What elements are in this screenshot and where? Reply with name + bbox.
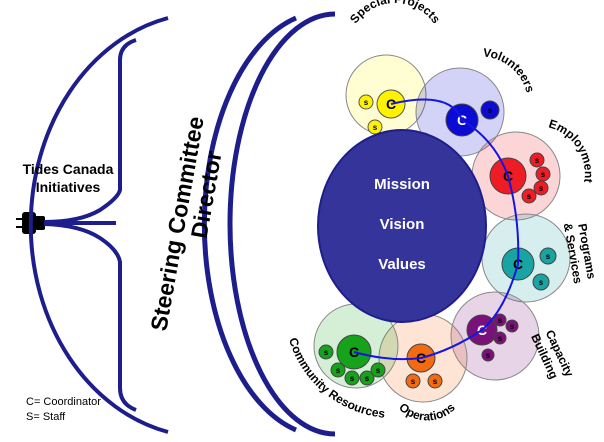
staff-symbol: s bbox=[498, 334, 503, 343]
staff-symbol: s bbox=[486, 351, 491, 360]
legend-coordinator: C= Coordinator bbox=[26, 396, 101, 408]
steering-committee-bracket bbox=[28, 16, 169, 434]
staff-symbol: s bbox=[488, 106, 493, 115]
staff-marker bbox=[533, 180, 549, 196]
staff-symbol: s bbox=[541, 170, 546, 179]
staff-symbol: s bbox=[527, 192, 532, 201]
employment-group: C s s s s bbox=[471, 131, 561, 221]
operations-label: Operations bbox=[396, 400, 458, 423]
staff-symbol: s bbox=[510, 322, 515, 331]
staff-marker bbox=[481, 348, 495, 362]
staff-symbol: s bbox=[411, 377, 416, 386]
staff-marker bbox=[493, 313, 507, 327]
mission-core-circle bbox=[317, 129, 487, 323]
staff-marker bbox=[529, 152, 545, 168]
coordinator-connector-line bbox=[353, 98, 520, 361]
legend-staff: S= Staff bbox=[26, 411, 66, 423]
staff-marker bbox=[539, 247, 557, 265]
outer-ring-arc bbox=[227, 11, 336, 437]
staff-marker bbox=[405, 373, 421, 389]
staff-symbol: s bbox=[535, 156, 540, 165]
staff-symbol: s bbox=[539, 184, 544, 193]
initiatives-title-line1: Tides Canada bbox=[23, 161, 114, 177]
staff-marker bbox=[427, 373, 443, 389]
staff-symbol: s bbox=[350, 374, 355, 383]
staff-marker bbox=[367, 119, 383, 135]
staff-marker bbox=[344, 370, 360, 386]
staff-marker bbox=[330, 362, 346, 378]
staff-marker bbox=[480, 100, 500, 120]
mission-text: Mission bbox=[374, 176, 430, 193]
staff-symbol: s bbox=[546, 252, 551, 261]
staff-marker bbox=[370, 362, 386, 378]
staff-marker bbox=[493, 331, 507, 345]
staff-marker bbox=[532, 273, 550, 291]
programs-services-group: C s s bbox=[481, 213, 571, 303]
staff-symbol: s bbox=[373, 123, 378, 132]
initiatives-title-line2: Initiatives bbox=[36, 179, 101, 195]
staff-marker bbox=[521, 188, 537, 204]
vision-text: Vision bbox=[380, 216, 425, 233]
staff-marker bbox=[358, 94, 374, 110]
special-projects-group: C s s bbox=[345, 54, 427, 136]
director-bracket bbox=[201, 15, 297, 433]
staff-symbol: s bbox=[324, 348, 329, 357]
staff-symbol: s bbox=[336, 366, 341, 375]
staff-symbol: s bbox=[498, 316, 503, 325]
connection-cords bbox=[43, 38, 137, 412]
staff-symbol: s bbox=[433, 377, 438, 386]
staff-marker bbox=[505, 319, 519, 333]
values-text: Values bbox=[378, 256, 426, 273]
staff-marker bbox=[318, 344, 334, 360]
staff-symbol: s bbox=[376, 366, 381, 375]
staff-symbol: s bbox=[539, 278, 544, 287]
staff-marker bbox=[359, 370, 375, 386]
staff-symbol: s bbox=[364, 98, 369, 107]
special-projects-label: Special Projects bbox=[347, 0, 443, 26]
staff-symbol: s bbox=[365, 374, 370, 383]
